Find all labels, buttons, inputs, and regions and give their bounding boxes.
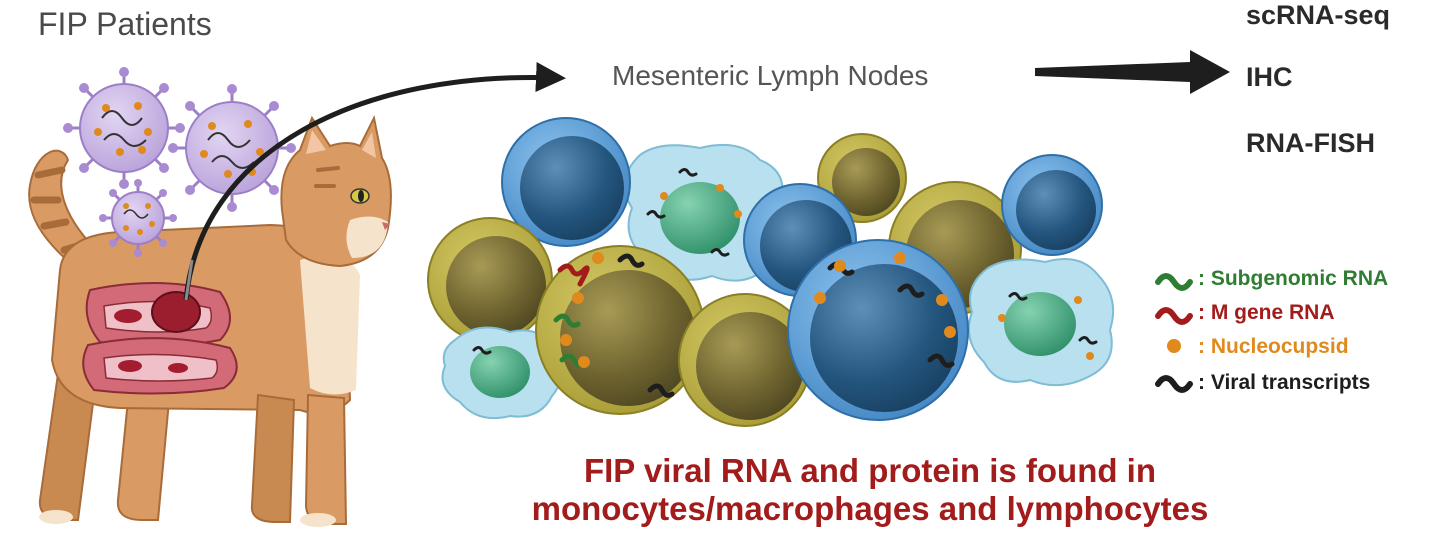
- method-ihc: IHC: [1246, 62, 1293, 92]
- workflow-arrow: [1035, 50, 1230, 94]
- legend-item-subgenomic-rna: : Subgenomic RNA: [1192, 262, 1388, 296]
- infected-lymphocyte-cell: [787, 239, 969, 421]
- conclusion-line-2: monocytes/macrophages and lymphocytes: [531, 490, 1209, 527]
- lymphocyte-cell: [678, 293, 812, 427]
- legend-icons: [1155, 273, 1193, 393]
- nucleocapsid-dot-icon: [1167, 339, 1181, 353]
- virus-particle-icon: [168, 84, 296, 212]
- cat-paw: [300, 513, 336, 527]
- cat-front-leg: [250, 393, 296, 523]
- conclusion-text: FIP viral RNA and protein is found in mo…: [460, 452, 1280, 528]
- legend-item-nucleocapsid: : Nucleocupsid: [1192, 330, 1349, 364]
- lymphocyte-cell: [501, 117, 631, 247]
- cat-head-stripes: [314, 166, 340, 188]
- virus-particle-icon: [63, 67, 185, 189]
- lymph-node-highlight: [151, 291, 201, 333]
- method-rna-fish: RNA-FISH: [1246, 128, 1375, 158]
- lymphocyte-cell: [427, 217, 553, 343]
- mesenteric-lymph-nodes-label: Mesenteric Lymph Nodes: [612, 60, 929, 91]
- legend-label: : Viral transcripts: [1198, 371, 1371, 394]
- viral-transcripts-squiggle-icon: [1155, 375, 1193, 393]
- method-scrna-seq: scRNA-seq: [1246, 0, 1391, 30]
- cat-hind-leg-2: [116, 378, 172, 521]
- infected-lymphocyte-cell: [535, 245, 705, 415]
- legend-item-m-gene-rna: : M gene RNA: [1192, 296, 1335, 330]
- m-gene-rna-squiggle-icon: [1155, 307, 1193, 325]
- legend-label: : M gene RNA: [1198, 301, 1335, 324]
- cat-ear-inner-2: [362, 132, 376, 158]
- legend-label: : Nucleocupsid: [1198, 335, 1349, 358]
- cat-tail-stripes: [30, 166, 88, 254]
- nucleocapsid-markers: [560, 184, 1094, 368]
- cat-chest: [300, 255, 360, 395]
- sampling-arrow-shaft-highlight: [184, 259, 194, 301]
- conclusion-line-1: FIP viral RNA and protein is found in: [583, 452, 1157, 489]
- subgenomic-rna-squiggle-icon: [1155, 273, 1193, 291]
- legend-label: : Subgenomic RNA: [1198, 267, 1389, 290]
- cell-cluster: [427, 117, 1114, 427]
- lymphocyte-cell: [1001, 154, 1103, 256]
- cat-ear-inner: [306, 130, 326, 154]
- cat-muzzle: [346, 216, 388, 258]
- sampling-arrow: [183, 62, 566, 301]
- cat-paw-2: [39, 510, 73, 524]
- macrophage-cell: [441, 326, 563, 420]
- virus-particle-icon: [99, 179, 177, 257]
- legend-item-viral-transcripts: : Viral transcripts: [1192, 366, 1370, 400]
- cat-pupil: [358, 190, 364, 202]
- macrophage-cell: [968, 258, 1114, 387]
- cat-nose: [382, 222, 390, 230]
- cat-illustration: [28, 114, 392, 527]
- intestines: [82, 282, 238, 395]
- cat-front-leg-2: [304, 393, 348, 525]
- figure-title: FIP Patients: [38, 6, 212, 42]
